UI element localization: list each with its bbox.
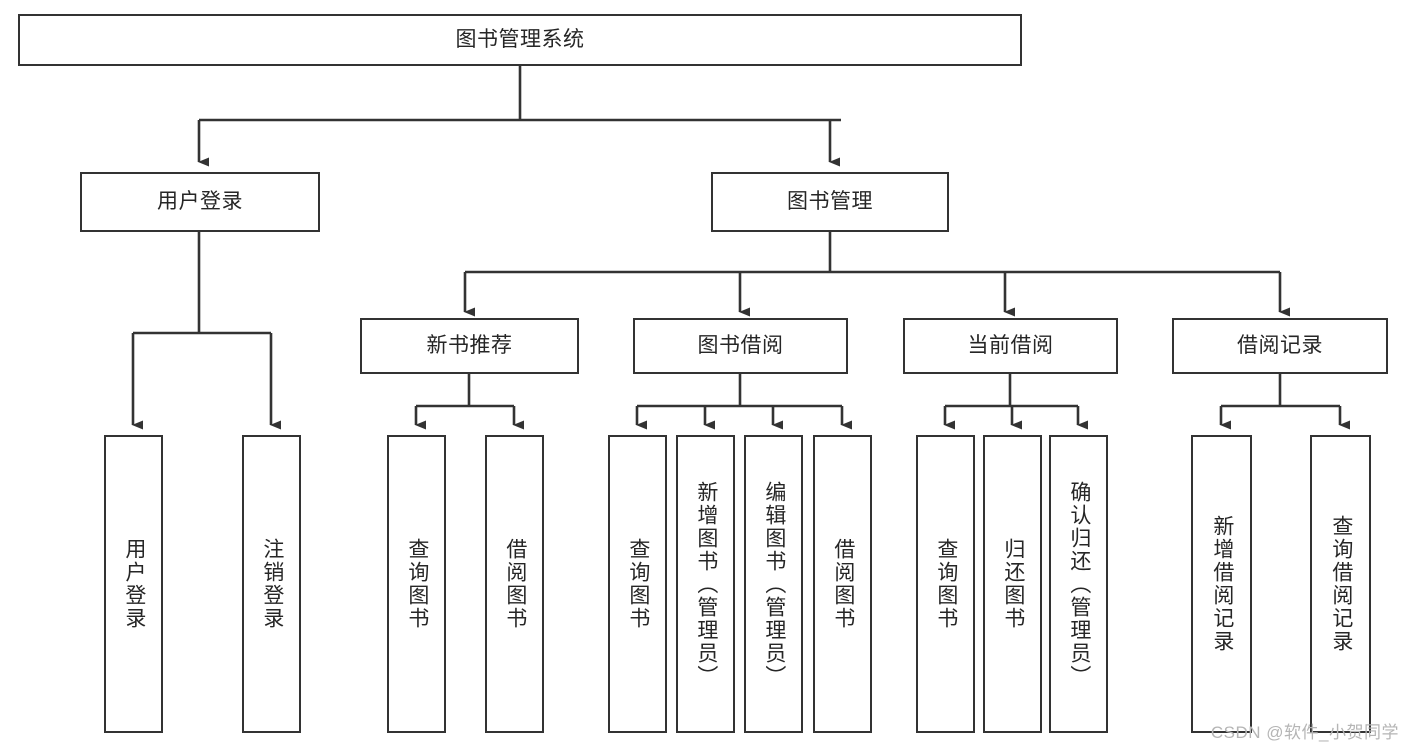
leaf-user-login[interactable]: 用户登录 bbox=[104, 435, 163, 733]
node-label: 当前借阅 bbox=[967, 333, 1054, 357]
node-label: 图书管理系统 bbox=[455, 27, 585, 51]
leaf-borrow-book-new-rec[interactable]: 借阅图书 bbox=[485, 435, 544, 733]
node-label: 新增借阅记录 bbox=[1210, 515, 1234, 653]
leaf-query-book-current[interactable]: 查询图书 bbox=[916, 435, 975, 733]
leaf-borrow-book[interactable]: 借阅图书 bbox=[813, 435, 872, 733]
leaf-add-book-admin[interactable]: 新增图书（管理员） bbox=[676, 435, 735, 733]
leaf-confirm-return-admin[interactable]: 确认归还（管理员） bbox=[1049, 435, 1108, 733]
node-label: 查询图书 bbox=[405, 538, 429, 630]
leaf-return-book[interactable]: 归还图书 bbox=[983, 435, 1042, 733]
node-label: 借阅记录 bbox=[1237, 333, 1323, 357]
node-label: 图书借阅 bbox=[697, 333, 784, 357]
node-label: 查询图书 bbox=[626, 538, 650, 630]
node-borrow-record[interactable]: 借阅记录 bbox=[1172, 318, 1388, 374]
node-user-login[interactable]: 用户登录 bbox=[80, 172, 320, 232]
node-label: 确认归还（管理员） bbox=[1067, 480, 1091, 688]
node-label: 查询图书 bbox=[934, 538, 958, 630]
node-label: 借阅图书 bbox=[831, 538, 855, 630]
node-label: 归还图书 bbox=[1001, 538, 1025, 630]
node-root-图书管理系统[interactable]: 图书管理系统 bbox=[18, 14, 1022, 66]
node-book-borrow[interactable]: 图书借阅 bbox=[633, 318, 848, 374]
node-label: 注销登录 bbox=[260, 538, 284, 630]
leaf-query-book-borrow[interactable]: 查询图书 bbox=[608, 435, 667, 733]
node-current-borrow[interactable]: 当前借阅 bbox=[903, 318, 1118, 374]
leaf-add-borrow-record[interactable]: 新增借阅记录 bbox=[1191, 435, 1252, 733]
node-label: 编辑图书（管理员） bbox=[762, 480, 786, 688]
leaf-query-borrow-record[interactable]: 查询借阅记录 bbox=[1310, 435, 1371, 733]
leaf-query-book-new-rec[interactable]: 查询图书 bbox=[387, 435, 446, 733]
node-book-manage[interactable]: 图书管理 bbox=[711, 172, 949, 232]
node-label: 图书管理 bbox=[787, 189, 873, 213]
node-label: 用户登录 bbox=[157, 189, 243, 213]
node-label: 新书推荐 bbox=[426, 333, 513, 357]
node-label: 查询借阅记录 bbox=[1329, 515, 1353, 653]
node-label: 借阅图书 bbox=[503, 538, 527, 630]
leaf-edit-book-admin[interactable]: 编辑图书（管理员） bbox=[744, 435, 803, 733]
node-label: 新增图书（管理员） bbox=[694, 480, 718, 688]
leaf-user-logout[interactable]: 注销登录 bbox=[242, 435, 301, 733]
node-new-book-recommendation[interactable]: 新书推荐 bbox=[360, 318, 579, 374]
node-label: 用户登录 bbox=[122, 538, 146, 630]
